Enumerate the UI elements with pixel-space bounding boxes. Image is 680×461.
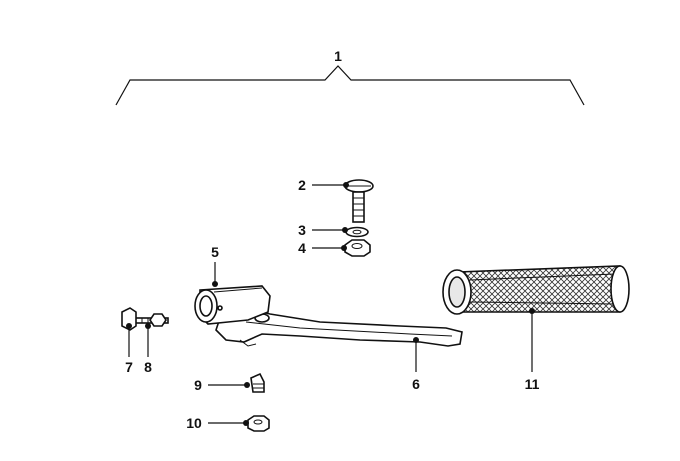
- part-11-grip: 11: [442, 265, 630, 392]
- callout-8: 8: [144, 359, 152, 375]
- callout-10: 10: [186, 415, 202, 431]
- callout-11: 11: [525, 376, 540, 392]
- callout-3: 3: [298, 222, 306, 238]
- assembly-bracket: 1: [115, 48, 585, 106]
- callout-9: 9: [194, 377, 202, 393]
- callout-6: 6: [412, 376, 420, 392]
- part-7-8-adjuster: 7 8: [121, 307, 169, 375]
- part-4-nut: 4: [298, 239, 371, 257]
- part-5-clamp-housing: 5: [194, 244, 271, 325]
- part-9-pivot-pin: 9: [194, 372, 265, 393]
- callout-5: 5: [211, 244, 219, 260]
- part-3-washer: 3: [298, 222, 369, 238]
- callout-4: 4: [298, 240, 306, 256]
- callout-2: 2: [298, 177, 306, 193]
- callout-1: 1: [334, 48, 342, 64]
- part-10-nut: 10: [186, 415, 270, 432]
- part-2-bolt: 2: [298, 177, 374, 223]
- callout-7: 7: [125, 359, 133, 375]
